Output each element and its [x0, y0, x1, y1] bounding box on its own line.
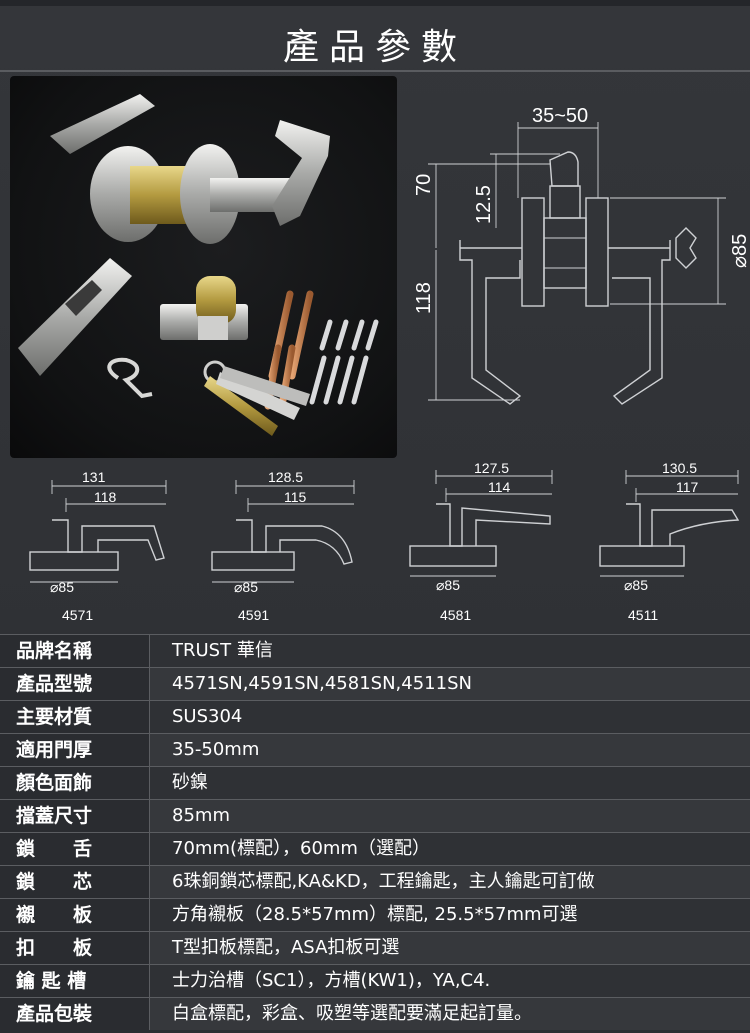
spec-row-keyway: 鑰 匙 槽 士力治槽（SC1），方槽(KW1)，YA,C4.: [0, 964, 750, 997]
latch-image: [160, 276, 248, 340]
handle-4591-inner: 115: [284, 489, 307, 505]
page-title: 產品參數: [282, 27, 467, 68]
handle-4511-dia: ⌀85: [624, 577, 648, 593]
spec-value: 白盒標配，彩盒、吸塑等選配要滿足起訂量。: [150, 998, 750, 1030]
handle-4511-inner: 117: [676, 479, 699, 495]
spec-row-material: 主要材質 SUS304: [0, 700, 750, 733]
spec-label: 鑰 匙 槽: [0, 965, 150, 997]
spec-label: 扣 板: [0, 932, 150, 964]
spec-value: SUS304: [150, 701, 750, 733]
handle-4581-inner: 114: [488, 479, 511, 495]
dim-door-thickness: 35~50: [532, 105, 588, 127]
spec-value: TRUST 華信: [150, 635, 750, 667]
handle-4581-model: 4581: [440, 607, 471, 623]
title-divider: [0, 70, 750, 72]
dim-70: 70: [413, 174, 435, 196]
spec-label: 產品型號: [0, 668, 150, 700]
dim-118: 118: [413, 282, 435, 314]
spec-table: 品牌名稱 TRUST 華信 產品型號 4571SN,4591SN,4581SN,…: [0, 634, 750, 1030]
spec-value: 6珠銅鎖芯標配,KA&KD，工程鑰匙，主人鑰匙可訂做: [150, 866, 750, 898]
spec-value: 85mm: [150, 800, 750, 832]
spec-row-brand: 品牌名稱 TRUST 華信: [0, 634, 750, 667]
spec-row-finish: 顏色面飾 砂鎳: [0, 766, 750, 799]
dim-12-5: 12.5: [473, 185, 495, 224]
handle-4571-inner: 118: [94, 489, 117, 505]
spec-value: 35-50mm: [150, 734, 750, 766]
spec-label: 品牌名稱: [0, 635, 150, 667]
spec-value: 方角襯板（28.5*57mm）標配, 25.5*57mm可選: [150, 899, 750, 931]
handle-variant-4511: 130.5 117 ⌀85 4511: [599, 460, 740, 623]
spec-label: 產品包裝: [0, 998, 150, 1030]
handle-4511-model: 4511: [628, 607, 658, 623]
handle-4581-dia: ⌀85: [436, 577, 460, 593]
title-bar: 產品參數: [0, 0, 750, 78]
handle-4591-model: 4591: [238, 607, 269, 623]
strike-plate-image: [18, 258, 132, 376]
spec-value: T型扣板標配，ASA扣板可選: [150, 932, 750, 964]
spec-label: 鎖 芯: [0, 866, 150, 898]
handle-4591-outer: 128.5: [268, 469, 303, 485]
spec-label: 主要材質: [0, 701, 150, 733]
spec-row-rose-size: 擋蓋尺寸 85mm: [0, 799, 750, 832]
spec-row-cylinder: 鎖 芯 6珠銅鎖芯標配,KA&KD，工程鑰匙，主人鑰匙可訂做: [0, 865, 750, 898]
spec-row-door-thickness: 適用門厚 35-50mm: [0, 733, 750, 766]
spec-label: 鎖 舌: [0, 833, 150, 865]
spec-value: 砂鎳: [150, 767, 750, 799]
lever-lock-image: [50, 94, 330, 244]
handle-variant-4591: 128.5 115 ⌀85 4591: [211, 469, 355, 623]
spec-label: 襯 板: [0, 899, 150, 931]
spring-image: [107, 357, 153, 399]
spec-label: 顏色面飾: [0, 767, 150, 799]
keys-image: [203, 360, 310, 436]
handle-4591-dia: ⌀85: [234, 579, 258, 595]
handle-variant-4571: 131 118 ⌀85 4571: [29, 469, 167, 623]
product-photo: [10, 76, 397, 458]
spec-value: 士力治槽（SC1），方槽(KW1)，YA,C4.: [150, 965, 750, 997]
spec-value: 4571SN,4591SN,4581SN,4511SN: [150, 668, 750, 700]
spec-row-latch: 鎖 舌 70mm(標配），60mm（選配）: [0, 832, 750, 865]
handle-4581-outer: 127.5: [474, 460, 509, 476]
spec-row-model: 產品型號 4571SN,4591SN,4581SN,4511SN: [0, 667, 750, 700]
spec-label: 擋蓋尺寸: [0, 800, 150, 832]
steel-screws-image: [309, 319, 379, 405]
handle-variants: 131 118 ⌀85 4571 128.5 115: [0, 460, 750, 630]
technical-drawing: 35~50 70 12.5 118 ⌀85: [400, 78, 750, 458]
handle-4571-dia: ⌀85: [50, 579, 74, 595]
spec-row-packaging: 產品包裝 白盒標配，彩盒、吸塑等選配要滿足起訂量。: [0, 997, 750, 1030]
spec-row-backplate: 襯 板 方角襯板（28.5*57mm）標配, 25.5*57mm可選: [0, 898, 750, 931]
handle-4511-outer: 130.5: [662, 460, 697, 476]
dim-85: ⌀85: [729, 234, 750, 268]
handle-4571-outer: 131: [82, 469, 106, 485]
handle-variant-4581: 127.5 114 ⌀85 4581: [409, 460, 553, 623]
spec-row-strike: 扣 板 T型扣板標配，ASA扣板可選: [0, 931, 750, 964]
spec-value: 70mm(標配），60mm（選配）: [150, 833, 750, 865]
spec-label: 適用門厚: [0, 734, 150, 766]
handle-4571-model: 4571: [62, 607, 93, 623]
